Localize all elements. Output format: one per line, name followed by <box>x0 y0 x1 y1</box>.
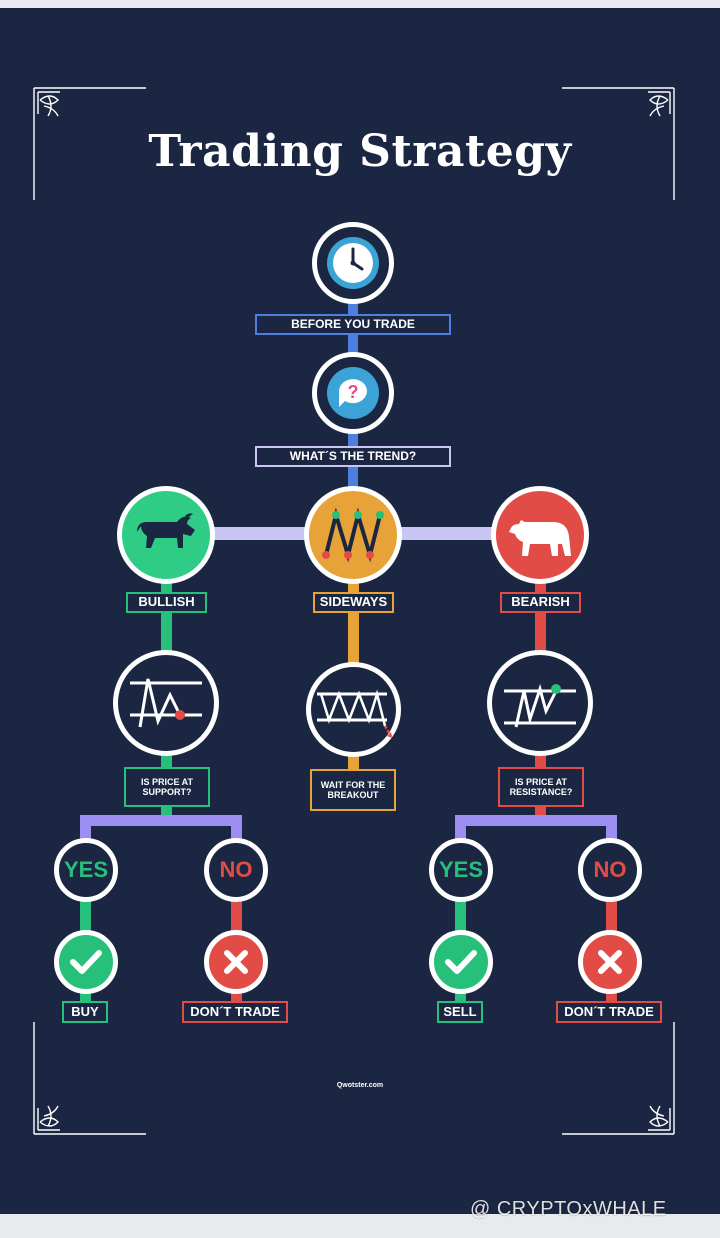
source-credit: Qwotster.com <box>0 1082 720 1089</box>
is-price-at-resistance-label: IS PRICE AT RESISTANCE? <box>498 767 584 807</box>
corner-ornament-bottom-left <box>34 1022 146 1134</box>
connector <box>606 898 617 932</box>
check-icon <box>429 930 493 994</box>
whats-the-trend-label: WHAT´S THE TREND? <box>255 446 451 467</box>
connector <box>455 898 466 932</box>
bearish-label: BEARISH <box>500 592 581 613</box>
is-price-at-support-label: IS PRICE AT SUPPORT? <box>124 767 210 807</box>
sideways-label: SIDEWAYS <box>313 592 394 613</box>
check-icon <box>54 930 118 994</box>
bull-icon <box>117 486 215 584</box>
cross-icon <box>578 930 642 994</box>
resistance-chart-icon <box>487 650 593 756</box>
bearish-yes-circle: YES <box>429 838 493 902</box>
corner-ornament-bottom-right <box>562 1022 674 1134</box>
bullish-label: BULLISH <box>126 592 207 613</box>
connector <box>455 815 617 826</box>
cross-icon <box>204 930 268 994</box>
support-chart-icon <box>113 650 219 756</box>
zigzag-chart-icon <box>304 486 402 584</box>
clock-icon <box>312 222 394 304</box>
bullish-dont-trade-label: DON´T TRADE <box>182 1001 288 1023</box>
svg-text:?: ? <box>348 382 359 402</box>
bearish-dont-trade-label: DON´T TRADE <box>556 1001 662 1023</box>
connector <box>80 815 242 826</box>
connector <box>348 466 358 488</box>
question-bubble-icon: ? <box>312 352 394 434</box>
connector <box>231 898 242 932</box>
breakout-chart-icon <box>306 662 401 757</box>
bullish-no-circle: NO <box>204 838 268 902</box>
bearish-no-circle: NO <box>578 838 642 902</box>
buy-label: BUY <box>62 1001 108 1023</box>
connector <box>535 612 546 652</box>
connector <box>161 612 172 652</box>
wait-for-breakout-label: WAIT FOR THE BREAKOUT <box>310 769 396 811</box>
bear-icon <box>491 486 589 584</box>
bullish-yes-circle: YES <box>54 838 118 902</box>
before-you-trade-label: BEFORE YOU TRADE <box>255 314 451 335</box>
sell-label: SELL <box>437 1001 483 1023</box>
connector <box>348 612 359 664</box>
page-title: Trading Strategy <box>0 126 720 177</box>
watermark: @ CRYPTOxWHALE <box>470 1198 667 1221</box>
connector <box>80 898 91 932</box>
